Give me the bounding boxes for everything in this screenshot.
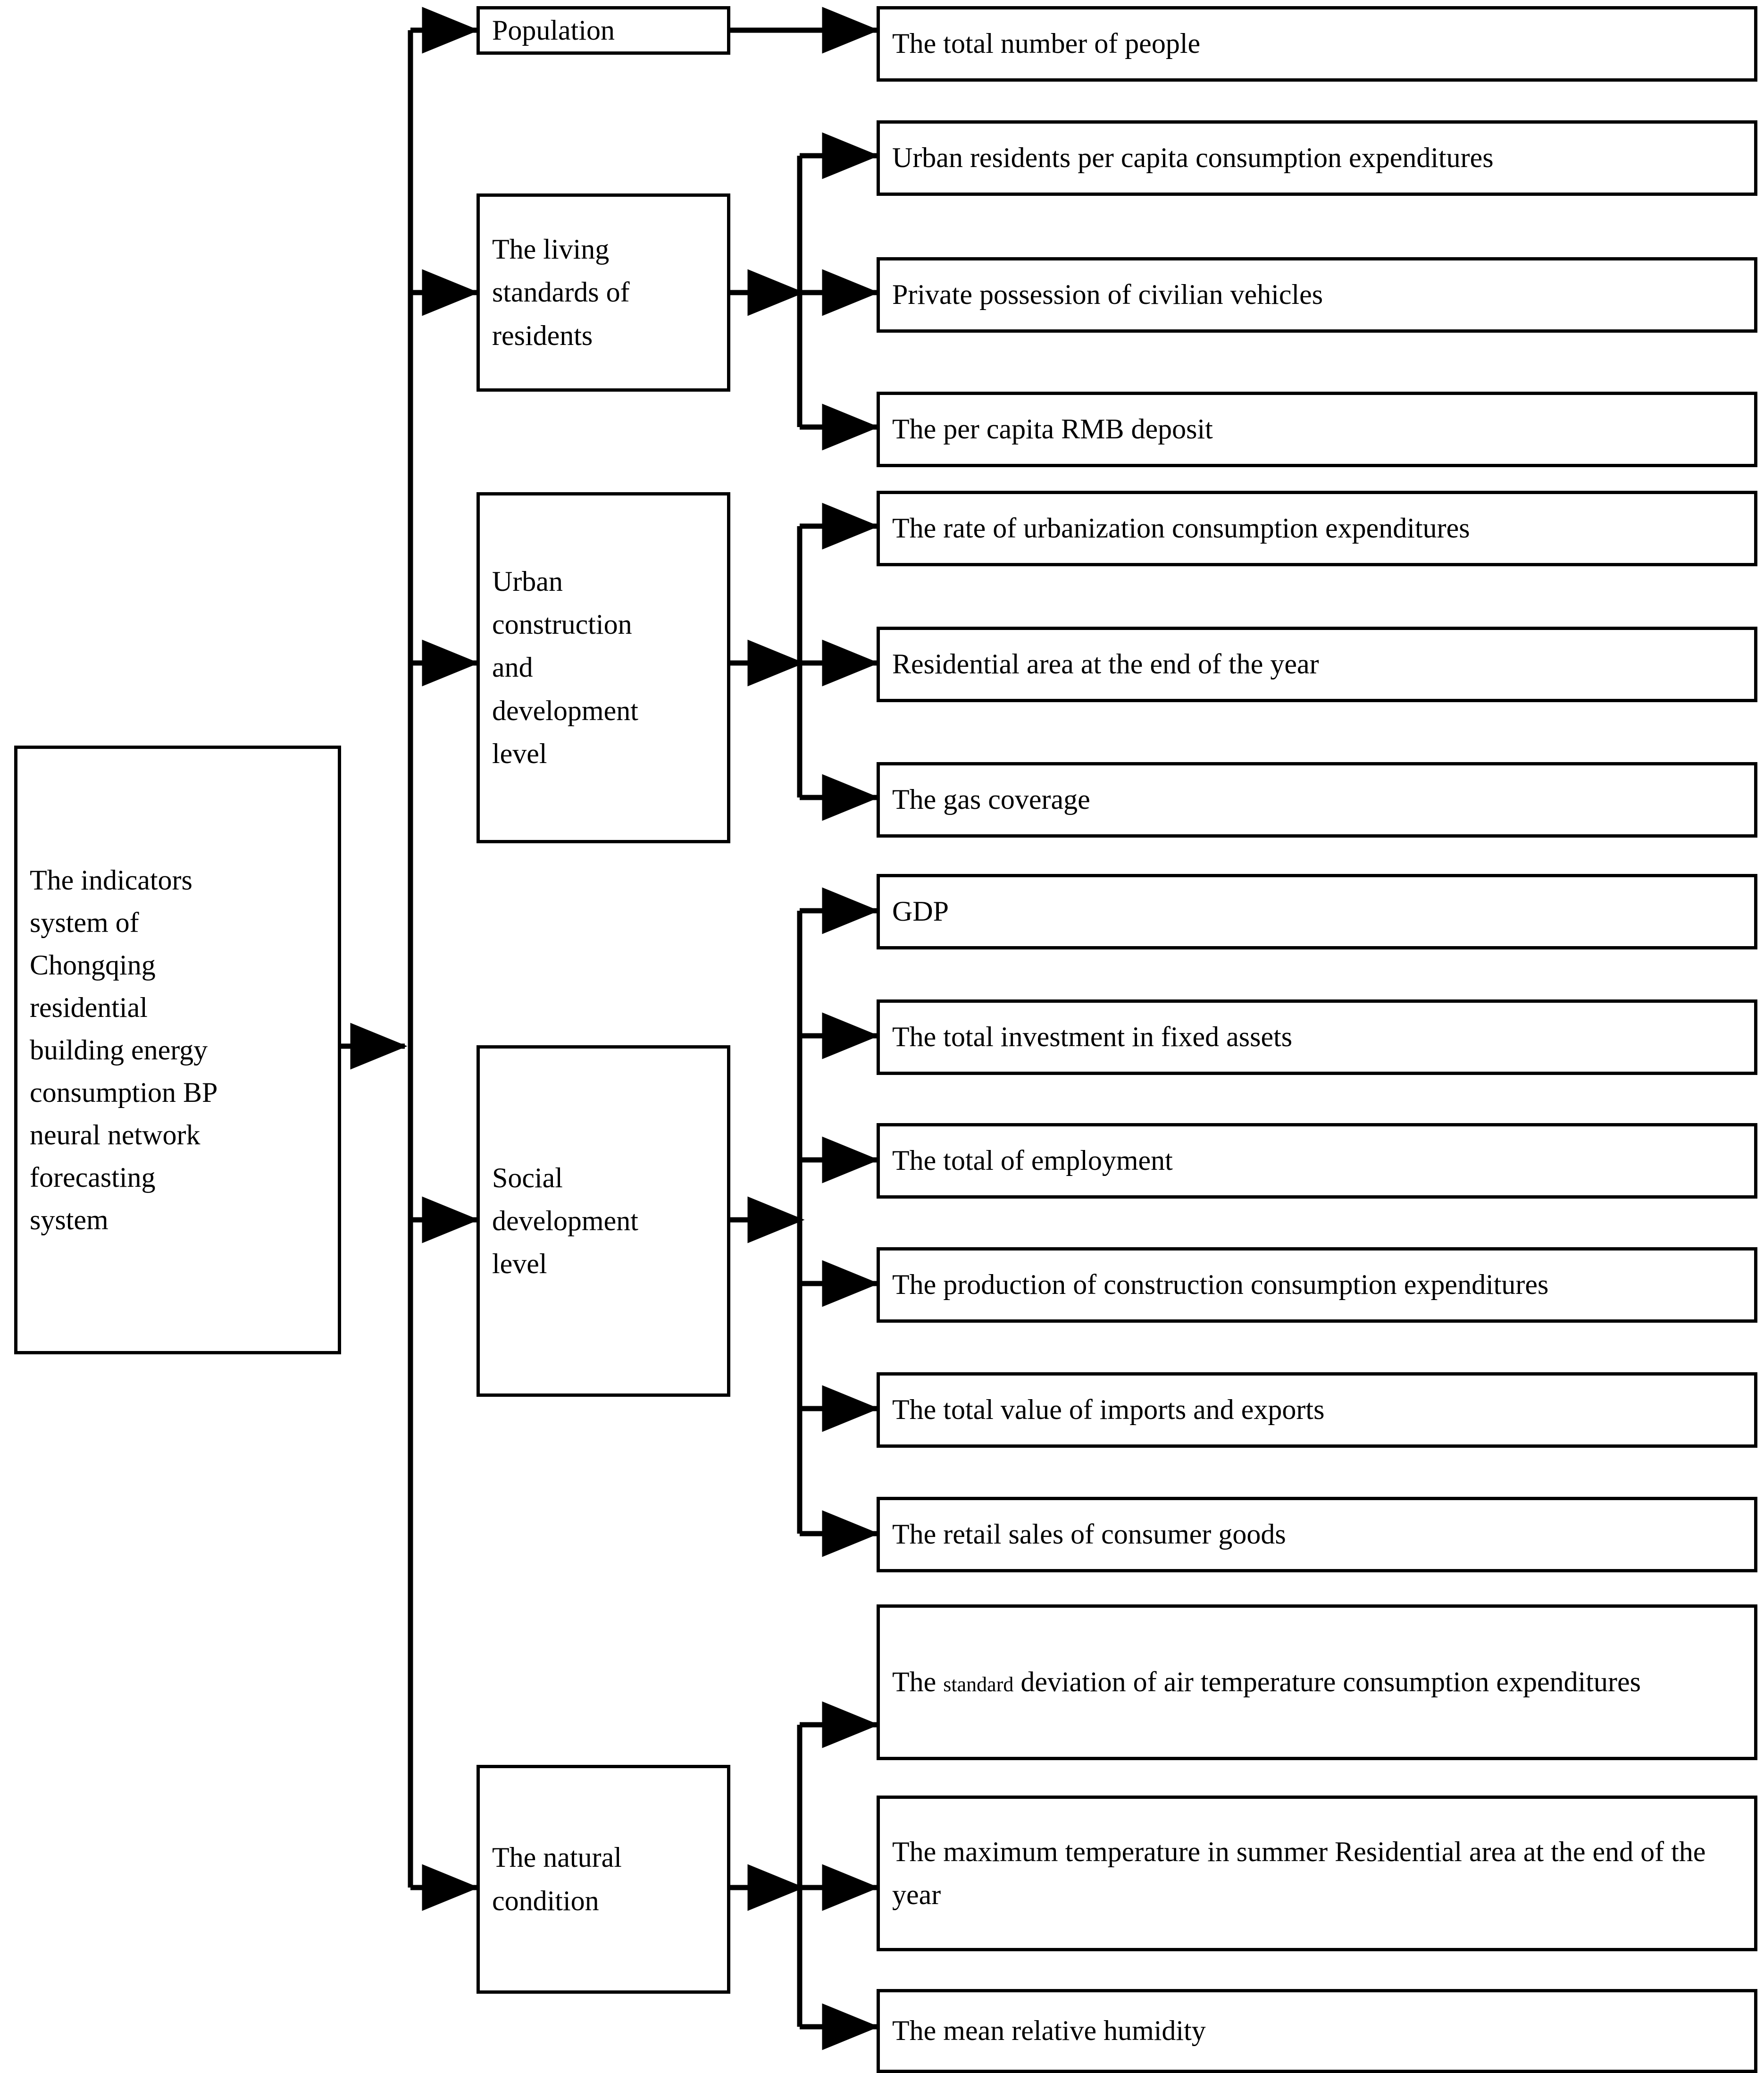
indicator-node-total-of-employment[interactable]: The total of employment <box>877 1123 1757 1199</box>
indicator-node-private-possession-of-civilian-vehicles[interactable]: Private possession of civilian vehicles <box>877 257 1757 333</box>
indicator-label: Residential area at the end of the year <box>892 648 1319 680</box>
indicator-label: Urban residents per capita consumption e… <box>892 142 1494 174</box>
indicator-label-small-run: standard <box>943 1673 1014 1696</box>
category-node-urban-construction[interactable]: Urban construction and development level <box>477 492 730 843</box>
category-node-population[interactable]: Population <box>477 6 730 55</box>
indicator-label-prefix: The <box>892 1666 944 1698</box>
indicator-label: The per capita RMB deposit <box>892 413 1213 445</box>
indicator-node-gdp[interactable]: GDP <box>877 874 1757 949</box>
indicator-node-total-value-of-imports-and-exports[interactable]: The total value of imports and exports <box>877 1372 1757 1448</box>
indicator-node-standard-deviation-of-air-temperature-consumption-expenditures[interactable]: The standard deviation of air temperatur… <box>877 1604 1757 1760</box>
indicator-label-suffix: deviation of air temperature consumption… <box>1013 1666 1641 1698</box>
indicator-node-total-number-of-people[interactable]: The total number of people <box>877 6 1757 82</box>
category-label: Urban construction and development level <box>492 566 638 769</box>
indicator-node-rate-of-urbanization-consumption-expenditures[interactable]: The rate of urbanization consumption exp… <box>877 491 1757 566</box>
root-node-label: The indicators system of Chongqing resid… <box>30 864 218 1235</box>
indicator-node-residential-area-at-end-of-year[interactable]: Residential area at the end of the year <box>877 627 1757 702</box>
indicator-label: The mean relative humidity <box>892 2015 1206 2047</box>
indicator-label: Private possession of civilian vehicles <box>892 279 1323 311</box>
indicator-node-urban-residents-per-capita-consumption-expenditures[interactable]: Urban residents per capita consumption e… <box>877 120 1757 196</box>
indicator-label: The total number of people <box>892 28 1201 59</box>
indicator-node-total-investment-in-fixed-assets[interactable]: The total investment in fixed assets <box>877 999 1757 1075</box>
indicator-label: GDP <box>892 896 949 927</box>
indicator-label: The total value of imports and exports <box>892 1394 1325 1426</box>
indicator-node-per-capita-rmb-deposit[interactable]: The per capita RMB deposit <box>877 392 1757 467</box>
category-label: The living standards of residents <box>492 234 630 351</box>
indicator-label: The retail sales of consumer goods <box>892 1519 1286 1550</box>
indicator-node-mean-relative-humidity[interactable]: The mean relative humidity <box>877 1989 1757 2073</box>
indicator-node-production-of-construction-consumption-expenditures[interactable]: The production of construction consumpti… <box>877 1247 1757 1323</box>
indicator-label: The maximum temperature in summer Reside… <box>892 1836 1706 1910</box>
category-node-living-standards[interactable]: The living standards of residents <box>477 193 730 392</box>
indicator-label: The total investment in fixed assets <box>892 1021 1293 1053</box>
category-node-natural-condition[interactable]: The natural condition <box>477 1765 730 1994</box>
category-label: Social development level <box>492 1162 638 1280</box>
indicator-label: The production of construction consumpti… <box>892 1269 1549 1301</box>
indicator-label: The standard deviation of air temperatur… <box>880 1661 1754 1704</box>
category-label: The natural condition <box>492 1842 622 1916</box>
category-label: Population <box>492 14 615 46</box>
root-node[interactable]: The indicators system of Chongqing resid… <box>14 746 341 1354</box>
indicator-node-gas-coverage[interactable]: The gas coverage <box>877 762 1757 838</box>
indicator-label: The total of employment <box>892 1145 1173 1176</box>
indicator-node-maximum-temperature-in-summer[interactable]: The maximum temperature in summer Reside… <box>877 1796 1757 1951</box>
indicator-label: The gas coverage <box>892 784 1090 815</box>
indicator-node-retail-sales-of-consumer-goods[interactable]: The retail sales of consumer goods <box>877 1497 1757 1572</box>
indicator-label: The rate of urbanization consumption exp… <box>892 512 1470 544</box>
category-node-social-development[interactable]: Social development level <box>477 1045 730 1397</box>
